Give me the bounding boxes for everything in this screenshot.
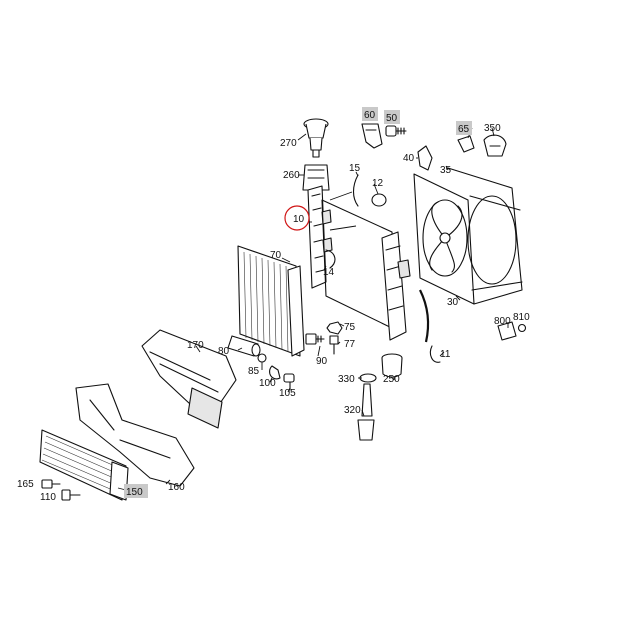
- part-250-reservoir[interactable]: [381, 353, 403, 378]
- part-330-clamp[interactable]: [359, 373, 377, 383]
- label-60[interactable]: 60: [364, 110, 376, 121]
- part-35-fan-housing[interactable]: [447, 167, 523, 305]
- part-80-dryer[interactable]: [227, 335, 261, 357]
- label-165[interactable]: 165: [17, 479, 34, 490]
- fitting-arrow-icon: [419, 289, 430, 343]
- part-85-oring[interactable]: [257, 353, 267, 363]
- label-65[interactable]: 65: [458, 124, 470, 135]
- part-14-hose[interactable]: [325, 249, 336, 269]
- part-labels: 10 11 12 14 15 30 35 40 50 60 65 70 75 7…: [17, 110, 530, 503]
- label-35[interactable]: 35: [440, 165, 452, 176]
- part-75-nut[interactable]: [326, 321, 343, 335]
- part-65-clip[interactable]: [457, 135, 475, 153]
- label-800[interactable]: 800: [494, 316, 511, 327]
- label-320[interactable]: 320: [344, 405, 361, 416]
- part-160-lower-duct[interactable]: [75, 383, 195, 487]
- part-77-bolt[interactable]: [329, 335, 339, 355]
- label-10[interactable]: 10: [293, 214, 305, 225]
- label-15[interactable]: 15: [349, 163, 361, 174]
- label-810[interactable]: 810: [513, 312, 530, 323]
- label-105[interactable]: 105: [279, 388, 296, 399]
- label-bg-65: [456, 121, 472, 135]
- part-270-cap[interactable]: [303, 118, 329, 158]
- selected-part-marker: [284, 205, 310, 231]
- part-810-clip[interactable]: [517, 323, 527, 333]
- label-12[interactable]: 12: [372, 178, 384, 189]
- part-70-condenser[interactable]: [237, 245, 305, 357]
- part-110-screw[interactable]: [61, 489, 81, 501]
- part-12-cap[interactable]: [371, 193, 387, 207]
- label-14[interactable]: 14: [323, 267, 335, 278]
- part-260-bracket[interactable]: [302, 164, 330, 191]
- part-10-radiator-tank[interactable]: [307, 185, 333, 289]
- label-bg-150: [124, 484, 148, 498]
- part-50-screw[interactable]: [385, 125, 407, 137]
- label-260[interactable]: 260: [283, 170, 300, 181]
- part-100-clip[interactable]: [269, 365, 281, 380]
- part-170-air-duct[interactable]: [141, 329, 237, 429]
- label-160[interactable]: 160: [168, 482, 185, 493]
- label-100[interactable]: 100: [259, 378, 276, 389]
- part-15-hose[interactable]: [352, 174, 359, 207]
- part-11-hose[interactable]: [429, 345, 441, 363]
- label-bg-50: [384, 110, 400, 124]
- label-40[interactable]: 40: [403, 153, 415, 164]
- part-30-fan-shroud[interactable]: [413, 173, 475, 305]
- label-350[interactable]: 350: [484, 123, 501, 134]
- part-150-intercooler[interactable]: [39, 429, 129, 501]
- part-60-clip[interactable]: [361, 123, 383, 149]
- label-70[interactable]: 70: [270, 250, 282, 261]
- part-radiator-right-tank[interactable]: [381, 231, 411, 341]
- label-75[interactable]: 75: [344, 322, 356, 333]
- label-170[interactable]: 170: [187, 340, 204, 351]
- label-150[interactable]: 150: [126, 487, 143, 498]
- label-11[interactable]: 11: [440, 349, 451, 360]
- part-320-drain-plug[interactable]: [357, 383, 375, 441]
- label-50[interactable]: 50: [386, 113, 398, 124]
- part-800-sensor[interactable]: [497, 321, 517, 341]
- part-40-bracket[interactable]: [417, 145, 433, 171]
- label-77[interactable]: 77: [344, 339, 356, 350]
- part-350-clip[interactable]: [483, 134, 507, 157]
- label-30[interactable]: 30: [447, 297, 459, 308]
- label-270[interactable]: 270: [280, 138, 297, 149]
- label-85[interactable]: 85: [248, 366, 260, 377]
- label-250[interactable]: 250: [383, 374, 400, 385]
- label-80[interactable]: 80: [218, 346, 230, 357]
- label-90[interactable]: 90: [316, 356, 328, 367]
- label-110[interactable]: 110: [40, 492, 56, 503]
- part-165-bolt[interactable]: [41, 479, 61, 489]
- label-330[interactable]: 330: [338, 374, 355, 385]
- part-90-bolt[interactable]: [305, 333, 325, 345]
- label-bg-60: [362, 107, 378, 121]
